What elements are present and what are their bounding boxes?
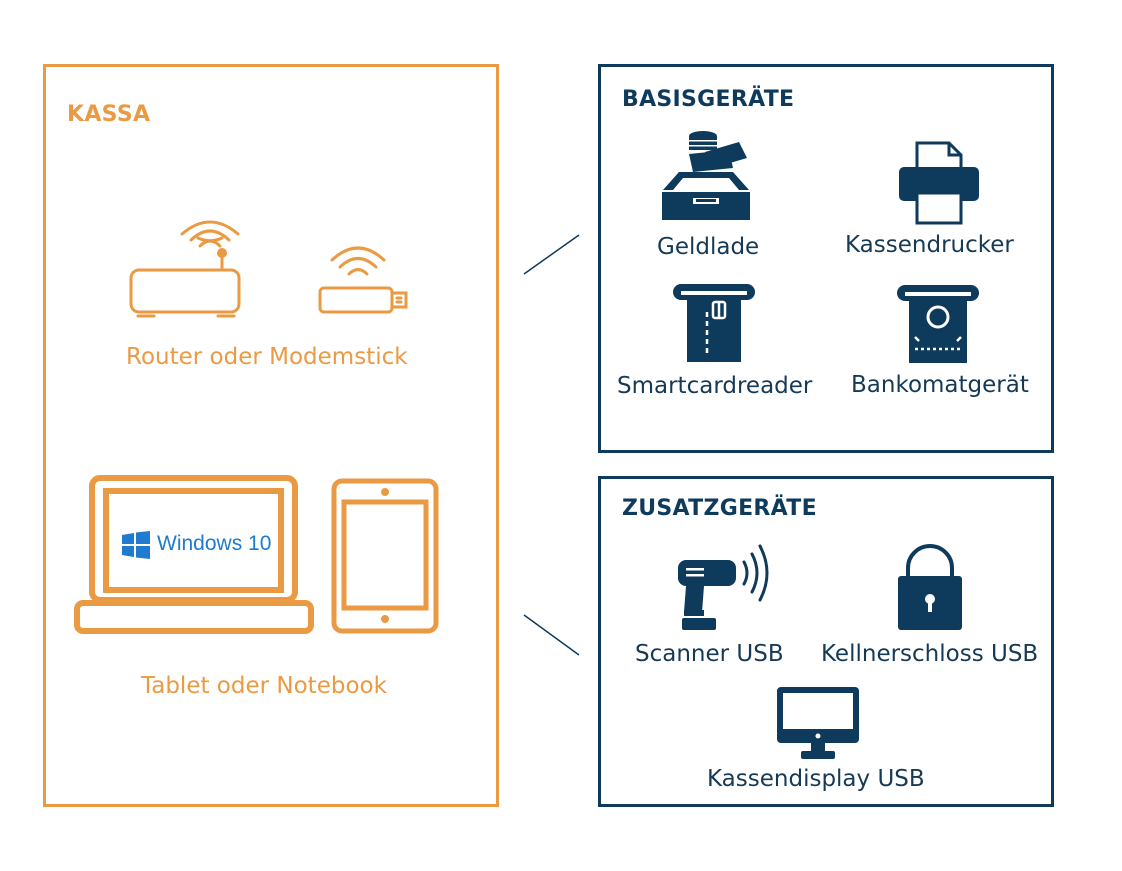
- kassa-panel: [43, 64, 499, 807]
- basisgeraete-panel: [598, 64, 1054, 453]
- windows-text: Windows 10: [157, 532, 272, 555]
- printer-icon: [899, 141, 979, 225]
- zusatzgeraete-title: ZUSATZGERÄTE: [622, 496, 817, 521]
- basis-item-label-3: Bankomatgerät: [851, 372, 1029, 398]
- basisgeraete-title: BASISGERÄTE: [622, 87, 795, 112]
- basis-item-label-1: Kassendrucker: [845, 232, 1014, 258]
- connector-line-zusatz: [523, 614, 580, 656]
- router-label: Router oder Modemstick: [126, 344, 408, 370]
- modem-stick-icon: [318, 246, 408, 314]
- lock-icon: [898, 544, 962, 630]
- kassa-title: KASSA: [67, 102, 151, 127]
- zusatz-item-label-1: Kellnerschloss USB: [821, 641, 1039, 667]
- windows-logo-icon: [122, 531, 150, 559]
- cash-drawer-icon: [662, 131, 750, 220]
- card-reader-icon: [673, 284, 755, 362]
- connector-line-basis: [523, 234, 580, 275]
- scanner-icon: [678, 544, 769, 630]
- laptop-icon: [74, 475, 314, 634]
- atm-icon: [897, 285, 979, 363]
- monitor-icon: [777, 687, 859, 759]
- zusatz-item-label-2: Kassendisplay USB: [707, 766, 925, 792]
- router-icon: [129, 220, 241, 318]
- basis-item-label-0: Geldlade: [657, 234, 760, 260]
- tablet-icon: [331, 478, 439, 634]
- zusatz-item-label-0: Scanner USB: [635, 641, 784, 667]
- basis-item-label-2: Smartcardreader: [617, 373, 813, 399]
- zusatzgeraete-panel: [598, 476, 1054, 807]
- device-label: Tablet oder Notebook: [141, 673, 387, 699]
